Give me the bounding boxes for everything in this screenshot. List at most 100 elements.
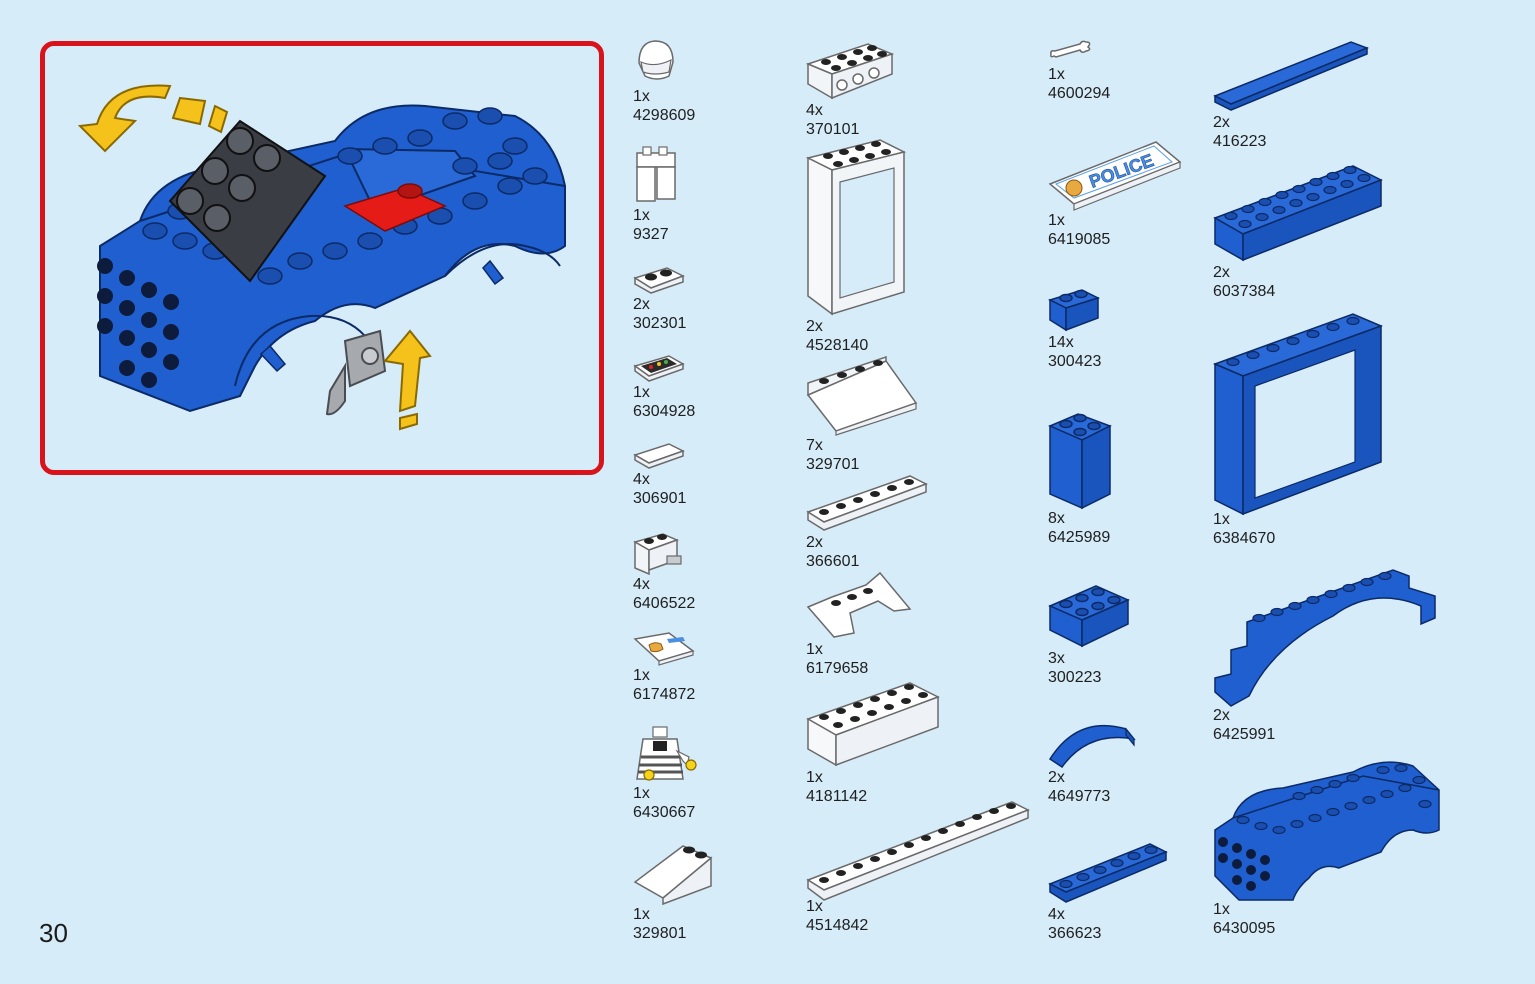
part-item: 4x 306901 — [633, 441, 686, 508]
plate-1x2-white-icon — [633, 267, 685, 294]
part-quantity: 1x — [806, 641, 823, 658]
part-quantity: 8x — [1048, 510, 1065, 527]
insert-arrow-icon — [383, 329, 432, 431]
part-quantity: 1x — [1213, 511, 1230, 528]
printed-tile-icon — [633, 355, 685, 382]
part-item: 1x 9327 — [633, 145, 683, 244]
plate-1x12-white-icon — [806, 801, 1030, 901]
part-item: 1x 6304928 — [633, 352, 695, 421]
part-id: 366623 — [1048, 925, 1102, 942]
part-item: 1x 329801 — [633, 838, 713, 943]
part-quantity: 1x — [633, 667, 650, 684]
part-item: POLICE 1x 6419085 — [1048, 140, 1182, 249]
part-item: 2x 366601 — [806, 474, 928, 571]
part-id: 6384670 — [1213, 530, 1276, 547]
part-id: 366601 — [806, 553, 860, 570]
brick-2x3-blue-icon — [1048, 585, 1130, 648]
page-number: 30 — [39, 918, 68, 948]
part-id: 6037384 — [1213, 283, 1276, 300]
part-item: 14x 300423 — [1048, 286, 1101, 371]
part-quantity: 1x — [633, 785, 650, 802]
part-id: 9327 — [633, 226, 669, 243]
slope-2x2-white-icon — [633, 845, 713, 906]
part-quantity: 7x — [806, 437, 823, 454]
part-id: 6430095 — [1213, 920, 1276, 937]
technic-brick-icon — [805, 43, 895, 100]
part-quantity: 14x — [1048, 334, 1074, 351]
part-quantity: 2x — [806, 318, 823, 335]
plate-1x6-blue-icon — [1048, 843, 1168, 903]
tile-1x2-white-icon — [633, 443, 685, 469]
part-item: 2x 4528140 — [805, 138, 907, 355]
part-id: 6425991 — [1213, 726, 1276, 743]
brick-2x6-white-icon — [806, 682, 940, 767]
door-frame-blue-icon — [1212, 313, 1384, 516]
part-item: 1x 6384670 — [1212, 312, 1385, 548]
part-quantity: 4x — [633, 471, 650, 488]
part-id: 6419085 — [1048, 231, 1111, 248]
part-id: 329701 — [806, 456, 860, 473]
part-quantity: 4x — [806, 102, 823, 119]
minifig-legs-icon — [636, 146, 676, 202]
part-id: 4514842 — [806, 917, 869, 934]
part-id: 6179658 — [806, 660, 869, 677]
part-id: 300423 — [1048, 353, 1102, 370]
brick-2x2x3-blue-icon — [1048, 413, 1112, 510]
step-illustration — [77, 84, 566, 431]
part-item: 3x 300223 — [1048, 582, 1130, 687]
part-quantity: 2x — [806, 534, 823, 551]
part-item: 1x 4181142 — [806, 679, 940, 806]
part-item: 4x 366623 — [1048, 842, 1168, 943]
part-id: 4298609 — [633, 107, 696, 124]
helmet-icon — [638, 40, 674, 80]
part-quantity: 1x — [1048, 212, 1065, 229]
part-quantity: 1x — [633, 384, 650, 401]
curved-slope-blue-icon — [1048, 724, 1136, 769]
part-quantity: 2x — [1213, 264, 1230, 281]
bone-icon — [1050, 40, 1091, 58]
part-id: 6174872 — [633, 686, 696, 703]
part-id: 329801 — [633, 925, 687, 942]
part-quantity: 1x — [633, 88, 650, 105]
part-quantity: 1x — [806, 898, 823, 915]
part-quantity: 2x — [1213, 114, 1230, 131]
part-id: 4181142 — [806, 788, 868, 805]
bracket-pin-icon — [633, 533, 682, 576]
part-id: 306901 — [633, 490, 687, 507]
part-id: 302301 — [633, 315, 687, 332]
part-item: 2x 4649773 — [1048, 721, 1136, 806]
part-item: 1x 6179658 — [806, 571, 912, 678]
step-panel — [40, 41, 604, 475]
part-item: 8x 6425989 — [1048, 408, 1112, 547]
part-quantity: 2x — [1048, 769, 1065, 786]
part-item: 1x 6174872 — [633, 631, 695, 704]
brick-1x2-blue-icon — [1048, 289, 1100, 332]
part-id: 6406522 — [633, 595, 696, 612]
part-quantity: 1x — [1213, 901, 1230, 918]
part-item: 2x 416223 — [1213, 40, 1370, 151]
car-chassis-illustration — [97, 104, 566, 413]
part-item: 1x 6430095 — [1213, 760, 1441, 938]
part-item: 1x 4600294 — [1048, 38, 1110, 103]
part-item: 4x 6406522 — [633, 530, 695, 613]
part-quantity: 1x — [806, 769, 823, 786]
car-chassis-blue-icon — [1214, 761, 1440, 901]
part-id: 6430667 — [633, 804, 696, 821]
police-tile-icon: POLICE — [1048, 141, 1182, 211]
part-item: 1x 4298609 — [633, 38, 695, 125]
printed-slope-icon — [633, 632, 695, 666]
part-item: 1x 4514842 — [806, 800, 1030, 935]
black-brick-illustration — [168, 119, 327, 283]
part-quantity: 4x — [633, 576, 650, 593]
part-id: 6304928 — [633, 403, 696, 420]
minifig-torso-icon — [636, 726, 697, 781]
part-id: 6425989 — [1048, 529, 1111, 546]
bracket-part-illustration — [325, 329, 387, 416]
part-quantity: 1x — [633, 207, 650, 224]
part-item: 1x 6430667 — [633, 725, 699, 822]
part-quantity: 4x — [1048, 906, 1065, 923]
plate-1x6-white-icon — [806, 475, 928, 531]
brick-2x8-blue-icon — [1213, 165, 1383, 262]
part-quantity: 2x — [633, 296, 650, 313]
arch-blue-icon — [1214, 569, 1436, 707]
